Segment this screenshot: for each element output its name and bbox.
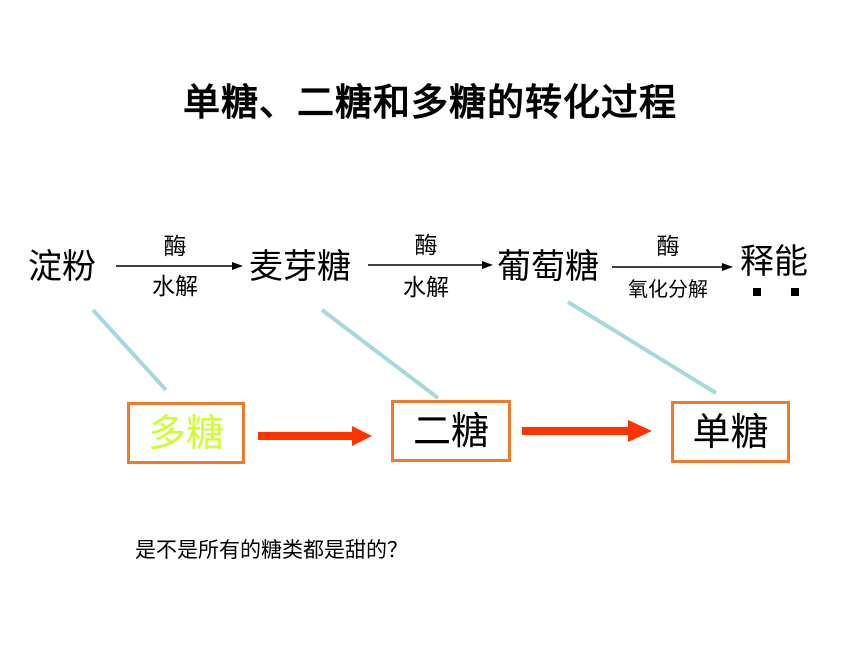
- conversion-arrow-1: [258, 426, 372, 446]
- box-monosaccharide-label: 单糖: [692, 410, 769, 454]
- box-disaccharide-label: 二糖: [412, 409, 489, 453]
- dot-1: [753, 288, 761, 296]
- node-energy-release: 释能: [740, 242, 808, 282]
- question-text: 是不是所有的糖类都是甜的？: [135, 538, 408, 562]
- box-monosaccharide: 单糖: [671, 401, 790, 463]
- box-polysaccharide-label: 多糖: [147, 411, 224, 455]
- connector-disaccharide: [320, 308, 440, 400]
- step-3-reagent: 酶: [656, 234, 680, 260]
- step-3-condition: 氧化分解: [628, 277, 708, 301]
- node-maltose: 麦芽糖: [249, 247, 351, 287]
- node-glucose: 葡萄糖: [497, 247, 599, 287]
- node-starch: 淀粉: [28, 247, 96, 287]
- step-1-reagent: 酶: [163, 234, 187, 260]
- step-2-condition: 水解: [403, 275, 449, 301]
- page-title: 单糖、二糖和多糖的转化过程: [183, 80, 677, 124]
- dot-2: [791, 288, 799, 296]
- step-2-reagent: 酶: [414, 233, 438, 259]
- reaction-arrow-3: [612, 263, 733, 271]
- conversion-arrow-2: [522, 420, 652, 442]
- box-disaccharide: 二糖: [391, 400, 511, 462]
- reaction-arrow-2: [368, 261, 493, 269]
- connector-monosaccharide: [566, 300, 718, 395]
- reaction-arrow-1: [116, 262, 243, 270]
- connector-polysaccharide: [91, 308, 168, 392]
- step-1-condition: 水解: [152, 274, 198, 300]
- box-polysaccharide: 多糖: [127, 402, 245, 464]
